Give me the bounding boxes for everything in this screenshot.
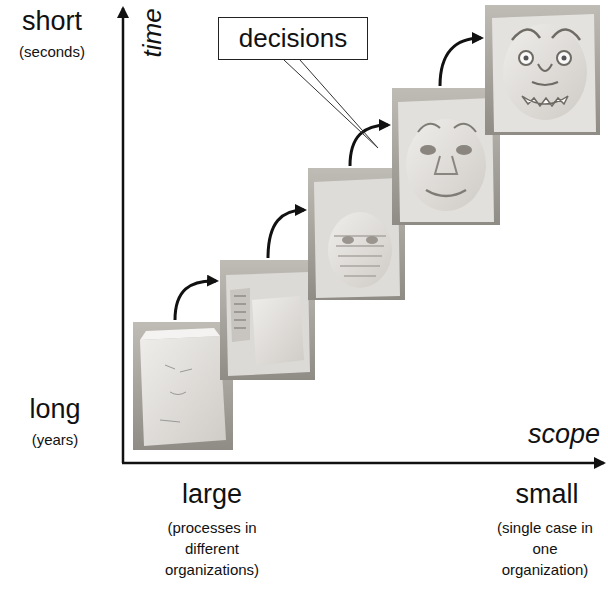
axis-label: (processes in different organizations) xyxy=(155,517,270,580)
axis-label: large xyxy=(182,479,242,510)
stage-arrow xyxy=(175,281,216,320)
stone-photo xyxy=(308,168,405,300)
callout-box: decisions xyxy=(218,17,368,60)
stage-arrow xyxy=(440,38,481,86)
axis-label: (years) xyxy=(32,431,79,448)
axis-label: (single case in one organization) xyxy=(488,517,603,580)
stage-arrow xyxy=(350,125,388,166)
stone-photo xyxy=(485,5,600,135)
stone-photo xyxy=(133,322,233,450)
stage-arrow xyxy=(268,210,304,258)
axis-label: small xyxy=(515,479,578,510)
callout-pointer xyxy=(284,60,378,148)
stone-photo xyxy=(392,88,500,225)
axis-label: (seconds) xyxy=(19,43,85,60)
stone-photo xyxy=(220,260,315,380)
axis-label: long xyxy=(29,394,80,425)
scope-axis xyxy=(122,462,604,465)
axis-label: short xyxy=(22,6,82,37)
axis-label: scope xyxy=(528,419,600,450)
axis-label: time xyxy=(138,8,168,57)
time-axis xyxy=(122,8,125,463)
callout-text: decisions xyxy=(219,23,367,54)
